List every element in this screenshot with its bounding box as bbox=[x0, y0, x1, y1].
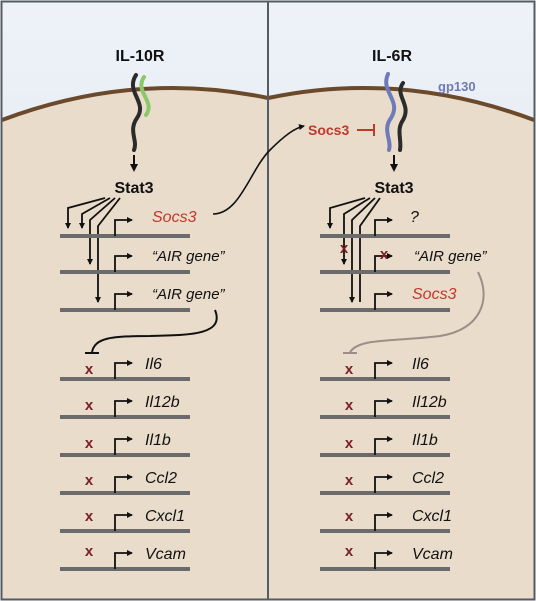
left-stat3-fan-arrows bbox=[65, 197, 121, 303]
left-target-il1b: x Il1b bbox=[60, 432, 190, 457]
right-il6-block-mark: x bbox=[345, 361, 354, 378]
right-target-ccl2: x Ccl2 bbox=[320, 470, 450, 495]
right-target-vcam: x Vcam bbox=[320, 543, 453, 571]
right-cell-panel bbox=[267, 2, 535, 599]
right-il12b-block-mark: x bbox=[345, 397, 354, 414]
socs3-inhibition-bar bbox=[357, 124, 375, 136]
right-cxcl1-block-mark: x bbox=[345, 508, 354, 525]
right-gene-socs3-label: Socs3 bbox=[412, 286, 457, 303]
left-gene-air-2-label: “AIR gene” bbox=[152, 286, 226, 303]
right-air-inhibition-curve bbox=[343, 271, 485, 354]
gp130-label: gp130 bbox=[438, 79, 476, 94]
left-il12b-block-mark: x bbox=[85, 397, 94, 414]
left-air-inhibition-curve bbox=[85, 309, 218, 354]
right-gene-unknown: ? bbox=[320, 209, 450, 238]
left-target-il6: x Il6 bbox=[60, 356, 190, 381]
right-il6-label: Il6 bbox=[412, 356, 429, 373]
left-stat3-label: Stat3 bbox=[114, 180, 153, 197]
left-il6-block-mark: x bbox=[85, 361, 94, 378]
left-il1b-block-mark: x bbox=[85, 435, 94, 452]
left-gene-socs3: Socs3 bbox=[60, 209, 197, 238]
left-vcam-block-mark: x bbox=[85, 543, 94, 560]
right-target-il1b: x Il1b bbox=[320, 432, 450, 457]
right-target-il12b: x Il12b bbox=[320, 394, 450, 419]
right-il12b-label: Il12b bbox=[412, 394, 447, 411]
right-gene-socs3: Socs3 bbox=[320, 286, 457, 312]
right-il1b-label: Il1b bbox=[412, 432, 438, 449]
left-gene-socs3-label: Socs3 bbox=[152, 209, 197, 226]
right-il1b-block-mark: x bbox=[345, 435, 354, 452]
right-air-block-mark-2: x bbox=[380, 246, 389, 263]
right-target-il6: x Il6 bbox=[320, 356, 450, 381]
right-target-cxcl1: x Cxcl1 bbox=[320, 508, 452, 533]
left-ccl2-label: Ccl2 bbox=[145, 470, 177, 487]
right-cxcl1-label: Cxcl1 bbox=[412, 508, 452, 525]
left-gene-air-2: “AIR gene” bbox=[60, 286, 226, 312]
left-vcam-label: Vcam bbox=[145, 546, 186, 563]
right-ccl2-label: Ccl2 bbox=[412, 470, 444, 487]
left-gene-air-1: “AIR gene” bbox=[60, 248, 226, 274]
right-gene-air-label: “AIR gene” bbox=[414, 248, 488, 265]
left-il12b-label: Il12b bbox=[145, 394, 180, 411]
left-il1b-label: Il1b bbox=[145, 432, 171, 449]
left-target-il12b: x Il12b bbox=[60, 394, 190, 419]
left-gene-air-1-label: “AIR gene” bbox=[152, 248, 226, 265]
socs3-cross-cell-arrow bbox=[212, 124, 305, 215]
left-ccl2-block-mark: x bbox=[85, 472, 94, 489]
right-vcam-block-mark: x bbox=[345, 543, 354, 560]
left-il6-label: Il6 bbox=[145, 356, 162, 373]
right-ccl2-block-mark: x bbox=[345, 472, 354, 489]
right-stat3-label: Stat3 bbox=[374, 180, 413, 197]
right-target-genes: x Il6 x Il12b x Il1b x Ccl2 x Cxcl1 bbox=[320, 356, 453, 571]
left-cxcl1-label: Cxcl1 bbox=[145, 508, 185, 525]
right-stat3-fan-arrows bbox=[327, 197, 381, 303]
right-gene-unknown-label: ? bbox=[410, 209, 419, 226]
il6r-receptor-icon bbox=[384, 72, 408, 152]
right-cytoplasm bbox=[268, 87, 534, 599]
socs3-inhibitor-label: Socs3 bbox=[308, 122, 349, 138]
il6r-label: IL-6R bbox=[372, 48, 412, 65]
right-vcam-label: Vcam bbox=[412, 546, 453, 563]
left-target-cxcl1: x Cxcl1 bbox=[60, 508, 190, 533]
left-cxcl1-block-mark: x bbox=[85, 508, 94, 525]
left-target-ccl2: x Ccl2 bbox=[60, 470, 190, 495]
il10r-label: IL-10R bbox=[116, 48, 165, 65]
left-target-genes: x Il6 x Il12b x Il1b x Ccl2 x Cxcl1 bbox=[60, 356, 190, 571]
right-air-block-mark-1: x bbox=[340, 240, 349, 257]
right-gene-air: x x “AIR gene” bbox=[320, 240, 488, 274]
il10r-receptor-icon bbox=[130, 73, 151, 152]
left-target-vcam: x Vcam bbox=[60, 543, 190, 571]
